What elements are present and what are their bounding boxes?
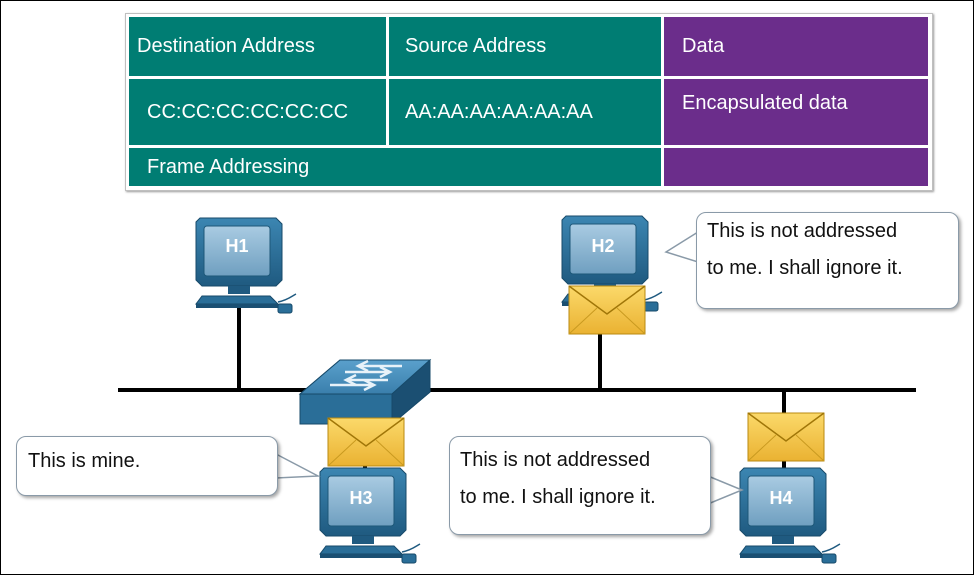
h3-bubble-line-1: This is mine. <box>28 450 141 472</box>
h3-speech-bubble: This is mine. <box>16 436 278 496</box>
h3-computer-icon: H3 <box>319 467 421 564</box>
h4-computer-icon: H4 <box>739 467 841 564</box>
switch-icon <box>298 358 432 426</box>
h1-computer-icon: H1 <box>195 217 297 314</box>
h4-speech-bubble: This is not addressed to me. I shall ign… <box>449 436 711 535</box>
h4-bubble-line-2: to me. I shall ignore it. <box>460 486 656 508</box>
h1-label: H1 <box>225 236 248 256</box>
source-address-value: AA:AA:AA:AA:AA:AA <box>389 79 661 145</box>
h4-label: H4 <box>769 488 792 508</box>
h2-bubble-line-1: This is not addressed <box>707 220 898 242</box>
data-header: Data <box>664 17 928 76</box>
destination-address-value: CC:CC:CC:CC:CC:CC <box>129 79 386 145</box>
h3-label: H3 <box>349 488 372 508</box>
h4-bubble-tail <box>707 474 744 506</box>
h2-envelope-icon <box>568 285 646 335</box>
h2-bubble-line-2: to me. I shall ignore it. <box>707 257 903 279</box>
frame-addressing-table: Destination Address Source Address Data … <box>125 13 933 191</box>
frame-addressing-label: Frame Addressing <box>129 148 661 186</box>
h3-envelope-icon <box>327 417 405 467</box>
destination-address-header: Destination Address <box>129 17 386 76</box>
source-address-header: Source Address <box>389 17 661 76</box>
h2-speech-bubble: This is not addressed to me. I shall ign… <box>696 212 959 309</box>
encapsulated-data-value: Encapsulated data <box>664 79 928 145</box>
h2-label: H2 <box>591 236 614 256</box>
h2-computer-icon: H2 <box>561 215 663 312</box>
h3-bubble-tail <box>275 452 321 479</box>
frame-addressing-data-cell <box>664 148 928 186</box>
h2-bubble-tail <box>664 230 699 264</box>
h4-envelope-icon <box>747 412 825 462</box>
h4-bubble-line-1: This is not addressed <box>460 449 651 471</box>
